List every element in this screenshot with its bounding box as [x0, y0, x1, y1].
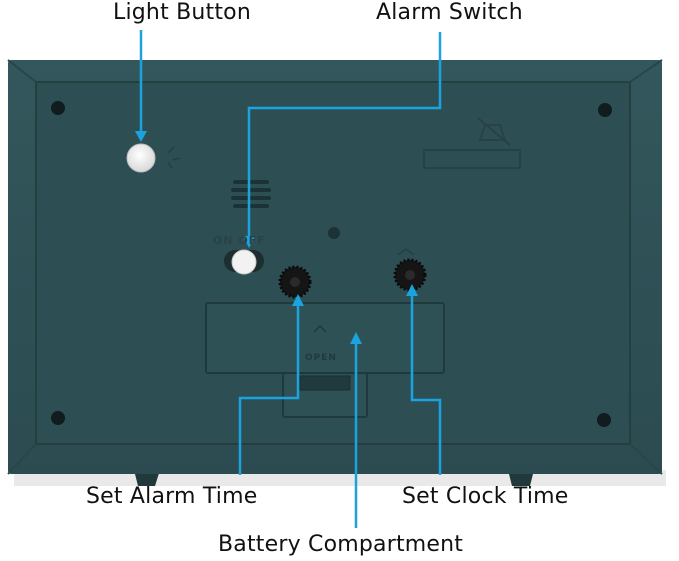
- callout-set-clock-time: Set Clock Time: [402, 484, 569, 509]
- screw-hole: [598, 103, 612, 117]
- battery-cover[interactable]: [205, 302, 445, 418]
- embossed-marking: [423, 117, 521, 169]
- callout-set-alarm-time: Set Alarm Time: [86, 484, 258, 509]
- battery-cover-label: OPEN: [305, 353, 337, 363]
- light-button[interactable]: [126, 143, 156, 173]
- callout-light-button: Light Button: [113, 0, 251, 25]
- light-icon: [167, 146, 181, 169]
- speaker-grille-icon: [231, 180, 271, 208]
- set-alarm-knob[interactable]: [278, 265, 312, 299]
- arrow-heads: [135, 131, 418, 344]
- set-clock-knob[interactable]: [393, 258, 427, 292]
- screw-hole: [51, 411, 65, 425]
- alarm-switch[interactable]: [224, 249, 264, 275]
- switch-label: ON OFF: [213, 234, 266, 247]
- callout-alarm-switch: Alarm Switch: [376, 0, 523, 25]
- small-hole: [328, 227, 340, 239]
- screw-hole: [597, 413, 611, 427]
- screw-hole: [51, 101, 65, 115]
- callout-arrows: [139, 30, 442, 528]
- callout-battery-compartment: Battery Compartment: [218, 532, 464, 557]
- back-panel: [35, 81, 631, 445]
- knob-direction-icon: [397, 248, 415, 256]
